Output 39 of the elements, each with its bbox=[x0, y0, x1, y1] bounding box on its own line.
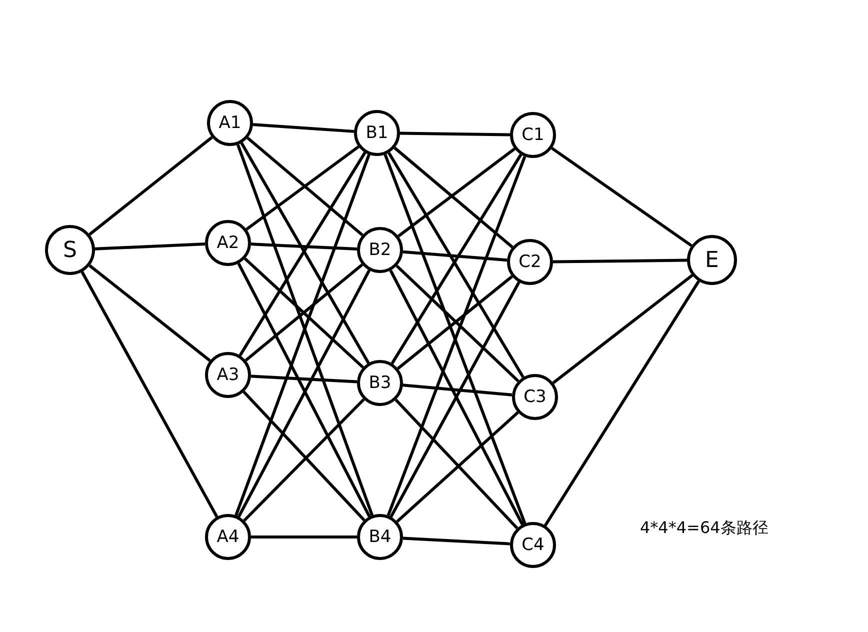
connector-line bbox=[88, 264, 211, 362]
state-circle: A2 bbox=[205, 220, 251, 266]
connector-line bbox=[551, 146, 692, 247]
connector-line bbox=[544, 280, 700, 526]
note-text: 4*4*4=64条路径 bbox=[640, 518, 768, 539]
connector-line bbox=[394, 146, 514, 248]
connector-line bbox=[396, 275, 514, 370]
connector-line bbox=[397, 148, 516, 238]
state-circle: S bbox=[45, 225, 95, 275]
state-circle: A4 bbox=[205, 514, 251, 560]
connector-line bbox=[400, 132, 510, 136]
state-circle: A3 bbox=[205, 352, 251, 398]
state-circle: E bbox=[687, 235, 737, 285]
connector-line bbox=[396, 264, 520, 382]
connector-line bbox=[252, 123, 354, 133]
state-circle: A1 bbox=[207, 100, 253, 146]
state-circle: C3 bbox=[512, 374, 558, 420]
connector-line bbox=[402, 384, 512, 396]
state-circle: B4 bbox=[357, 514, 403, 560]
connector-line bbox=[552, 258, 688, 264]
state-circle: B2 bbox=[357, 227, 403, 273]
connector-line bbox=[80, 271, 218, 518]
state-circle: B3 bbox=[357, 360, 403, 406]
connector-line bbox=[394, 398, 518, 530]
connector-line bbox=[552, 274, 694, 384]
connector-line bbox=[251, 536, 357, 538]
state-circle: C1 bbox=[510, 112, 556, 158]
connector-line bbox=[94, 242, 206, 250]
state-circle: B1 bbox=[354, 110, 400, 156]
state-circle: C2 bbox=[507, 239, 553, 285]
connector-line bbox=[250, 374, 358, 384]
connector-line bbox=[246, 145, 360, 231]
connector-line bbox=[402, 536, 510, 546]
connector-line bbox=[246, 136, 364, 236]
connector-line bbox=[250, 242, 358, 250]
connector-line bbox=[88, 136, 213, 236]
connector-line bbox=[396, 411, 519, 523]
state-circle: C4 bbox=[510, 522, 556, 568]
connector-line bbox=[402, 250, 508, 262]
